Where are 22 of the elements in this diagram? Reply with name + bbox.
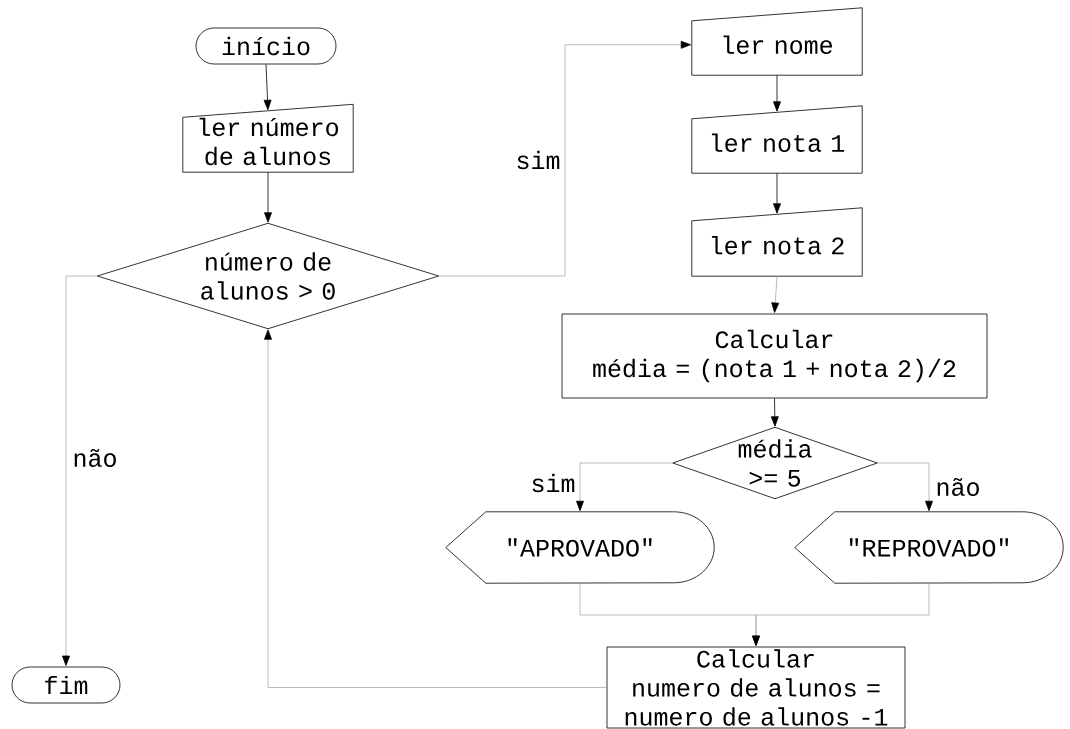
input-box: ler nota 2 [691, 207, 863, 277]
arrow [773, 74, 781, 112]
arrow [438, 40, 692, 277]
edge-label: não [934, 477, 982, 497]
input-box: ler número de alunos [182, 103, 354, 173]
arrow [264, 329, 607, 688]
arrow [263, 64, 272, 111]
arrow [773, 172, 781, 214]
arrow [770, 398, 779, 427]
arrow [876, 462, 933, 512]
edge-label: sim [529, 472, 577, 494]
arrow [752, 582, 930, 646]
process-box: Calcular numero de alunos = numero de alunos -1 [606, 646, 906, 729]
arrow [771, 275, 780, 313]
input-box: ler nota 1 [691, 105, 863, 174]
input-box: ler nome [691, 7, 863, 76]
edge-label: sim [514, 149, 562, 171]
arrow [264, 171, 272, 223]
edge-label: não [71, 448, 119, 468]
process-box: Calcular média = (nota 1 + nota 2)/2 [561, 313, 988, 399]
arrow [576, 462, 674, 512]
arrow [62, 275, 98, 666]
